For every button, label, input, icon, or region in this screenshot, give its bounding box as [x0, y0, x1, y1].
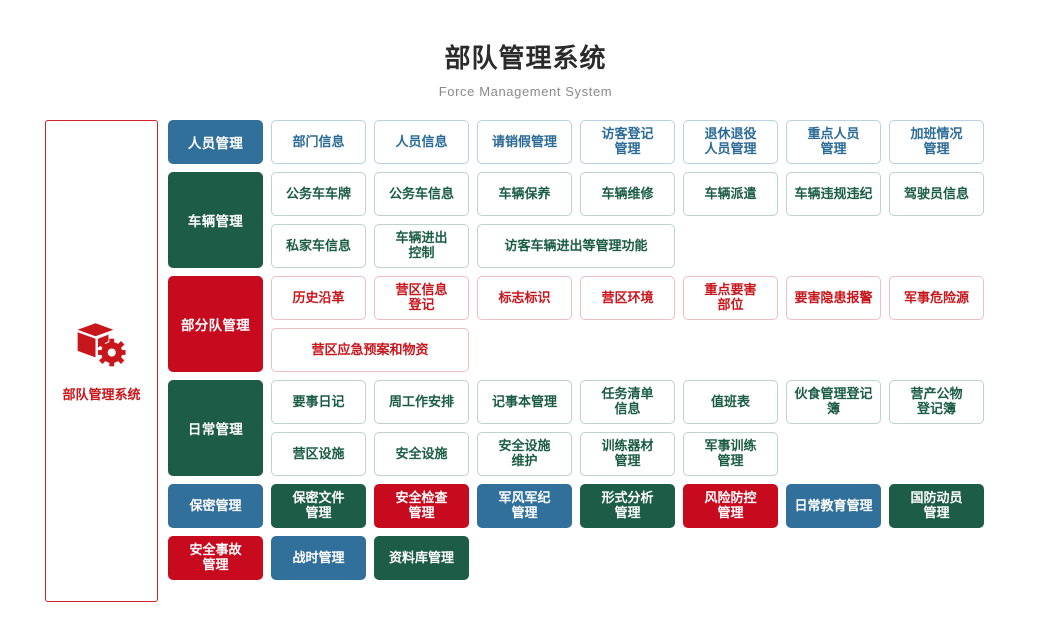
- module-cell[interactable]: 营产公物 登记簿: [889, 380, 984, 424]
- module-cell[interactable]: 伙食管理登记簿: [786, 380, 881, 424]
- module-section: 人员管理部门信息人员信息请销假管理访客登记 管理退休退役 人员管理重点人员 管理…: [168, 120, 992, 164]
- module-cell[interactable]: 车辆进出 控制: [374, 224, 469, 268]
- module-row: 营区设施安全设施安全设施 维护训练器材 管理军事训练 管理: [271, 432, 992, 476]
- module-cell[interactable]: 请销假管理: [477, 120, 572, 164]
- module-cell[interactable]: 值班表: [683, 380, 778, 424]
- section-rows: 公务车车牌公务车信息车辆保养车辆维修车辆派遣车辆违规违纪驾驶员信息私家车信息车辆…: [271, 172, 992, 268]
- module-cell[interactable]: 重点人员 管理: [786, 120, 881, 164]
- category-button[interactable]: 车辆管理: [168, 172, 263, 268]
- module-cell[interactable]: 风险防控 管理: [683, 484, 778, 528]
- module-row: 营区应急预案和物资: [271, 328, 992, 372]
- module-cell[interactable]: 历史沿革: [271, 276, 366, 320]
- module-cell[interactable]: 任务清单 信息: [580, 380, 675, 424]
- module-cell[interactable]: 营区应急预案和物资: [271, 328, 469, 372]
- section-rows: 部门信息人员信息请销假管理访客登记 管理退休退役 人员管理重点人员 管理加班情况…: [271, 120, 992, 164]
- module-row: 保密管理保密文件 管理安全检查 管理军风军纪 管理形式分析 管理风险防控 管理日…: [168, 484, 992, 528]
- module-row: 私家车信息车辆进出 控制访客车辆进出等管理功能: [271, 224, 992, 268]
- module-cell[interactable]: 保密文件 管理: [271, 484, 366, 528]
- module-cell[interactable]: 部门信息: [271, 120, 366, 164]
- module-row: 公务车车牌公务车信息车辆保养车辆维修车辆派遣车辆违规违纪驾驶员信息: [271, 172, 992, 216]
- module-cell[interactable]: 车辆保养: [477, 172, 572, 216]
- module-cell[interactable]: 训练器材 管理: [580, 432, 675, 476]
- brand-panel: 部队管理系统: [45, 120, 158, 602]
- module-cell[interactable]: 战时管理: [271, 536, 366, 580]
- module-cell[interactable]: 形式分析 管理: [580, 484, 675, 528]
- module-cell[interactable]: 私家车信息: [271, 224, 366, 268]
- module-cell[interactable]: 军事危险源: [889, 276, 984, 320]
- module-section: 车辆管理公务车车牌公务车信息车辆保养车辆维修车辆派遣车辆违规违纪驾驶员信息私家车…: [168, 172, 992, 268]
- cube-gear-icon: [76, 320, 128, 372]
- category-button[interactable]: 人员管理: [168, 120, 263, 164]
- module-cell[interactable]: 要害隐患报警: [786, 276, 881, 320]
- module-cell[interactable]: 访客车辆进出等管理功能: [477, 224, 675, 268]
- module-cell[interactable]: 资料库管理: [374, 536, 469, 580]
- page-subtitle: Force Management System: [438, 84, 613, 99]
- main-content: 部队管理系统 人员管理部门信息人员信息请销假管理访客登记 管理退休退役 人员管理…: [0, 120, 1051, 602]
- module-section: 部分队管理历史沿革营区信息 登记标志标识营区环境重点要害 部位要害隐患报警军事危…: [168, 276, 992, 372]
- module-cell[interactable]: 要事日记: [271, 380, 366, 424]
- module-cell[interactable]: 营区设施: [271, 432, 366, 476]
- module-row: 历史沿革营区信息 登记标志标识营区环境重点要害 部位要害隐患报警军事危险源: [271, 276, 992, 320]
- sections-host: 人员管理部门信息人员信息请销假管理访客登记 管理退休退役 人员管理重点人员 管理…: [168, 120, 992, 484]
- module-section: 日常管理要事日记周工作安排记事本管理任务清单 信息值班表伙食管理登记簿营产公物 …: [168, 380, 992, 476]
- module-cell[interactable]: 安全设施 维护: [477, 432, 572, 476]
- module-cell[interactable]: 营区信息 登记: [374, 276, 469, 320]
- module-cell[interactable]: 周工作安排: [374, 380, 469, 424]
- module-cell[interactable]: 营区环境: [580, 276, 675, 320]
- module-cell[interactable]: 军事训练 管理: [683, 432, 778, 476]
- module-cell[interactable]: 加班情况 管理: [889, 120, 984, 164]
- module-cell[interactable]: 军风军纪 管理: [477, 484, 572, 528]
- category-button[interactable]: 部分队管理: [168, 276, 263, 372]
- bottom-rows-host: 保密管理保密文件 管理安全检查 管理军风军纪 管理形式分析 管理风险防控 管理日…: [168, 484, 992, 588]
- module-grid: 人员管理部门信息人员信息请销假管理访客登记 管理退休退役 人员管理重点人员 管理…: [168, 120, 992, 602]
- module-cell[interactable]: 驾驶员信息: [889, 172, 984, 216]
- module-cell[interactable]: 车辆维修: [580, 172, 675, 216]
- module-cell[interactable]: 重点要害 部位: [683, 276, 778, 320]
- page-title: 部队管理系统: [444, 43, 607, 73]
- section-rows: 要事日记周工作安排记事本管理任务清单 信息值班表伙食管理登记簿营产公物 登记簿营…: [271, 380, 992, 476]
- module-cell[interactable]: 公务车车牌: [271, 172, 366, 216]
- module-cell[interactable]: 车辆违规违纪: [786, 172, 881, 216]
- category-button[interactable]: 日常管理: [168, 380, 263, 476]
- module-cell[interactable]: 日常教育管理: [786, 484, 881, 528]
- page-header: 部队管理系统 Force Management System: [0, 0, 1051, 99]
- module-row: 部门信息人员信息请销假管理访客登记 管理退休退役 人员管理重点人员 管理加班情况…: [271, 120, 992, 164]
- module-cell[interactable]: 安全检查 管理: [374, 484, 469, 528]
- module-cell[interactable]: 国防动员 管理: [889, 484, 984, 528]
- module-cell[interactable]: 公务车信息: [374, 172, 469, 216]
- brand-label: 部队管理系统: [62, 386, 141, 402]
- module-cell[interactable]: 记事本管理: [477, 380, 572, 424]
- module-cell[interactable]: 标志标识: [477, 276, 572, 320]
- module-cell[interactable]: 人员信息: [374, 120, 469, 164]
- section-rows: 历史沿革营区信息 登记标志标识营区环境重点要害 部位要害隐患报警军事危险源营区应…: [271, 276, 992, 372]
- module-cell[interactable]: 退休退役 人员管理: [683, 120, 778, 164]
- module-cell[interactable]: 车辆派遣: [683, 172, 778, 216]
- module-cell[interactable]: 访客登记 管理: [580, 120, 675, 164]
- module-cell[interactable]: 安全事故 管理: [168, 536, 263, 580]
- module-cell[interactable]: 保密管理: [168, 484, 263, 528]
- module-row: 要事日记周工作安排记事本管理任务清单 信息值班表伙食管理登记簿营产公物 登记簿: [271, 380, 992, 424]
- module-cell[interactable]: 安全设施: [374, 432, 469, 476]
- module-row: 安全事故 管理战时管理资料库管理: [168, 536, 992, 580]
